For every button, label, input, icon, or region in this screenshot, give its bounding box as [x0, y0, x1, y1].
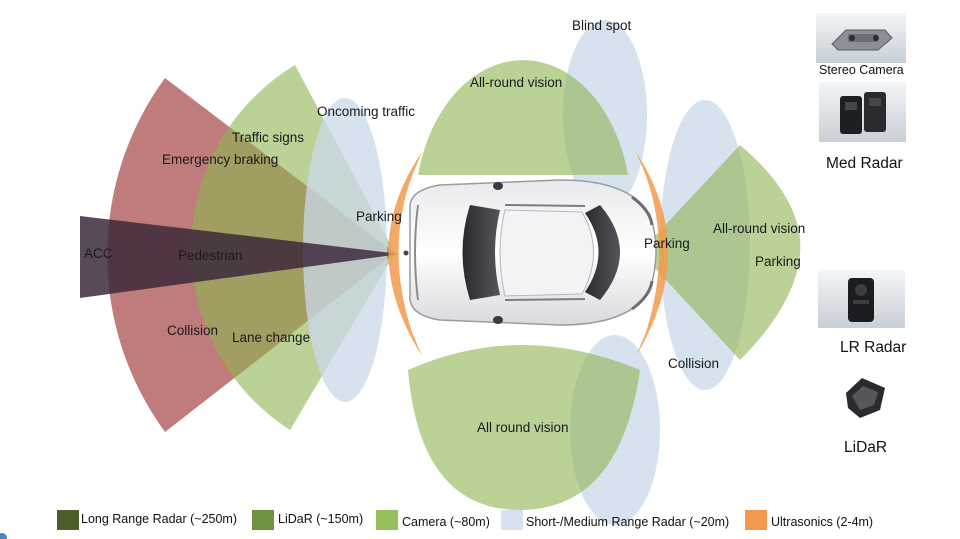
- legend-label-lidar: LiDaR (~150m): [278, 512, 363, 526]
- label-parking-front: Parking: [644, 236, 690, 251]
- caption-lr-radar: LR Radar: [840, 339, 906, 356]
- label-collision-rear: Collision: [167, 323, 218, 338]
- caption-stereo-camera: Stereo Camera: [819, 63, 904, 77]
- legend-swatch-ultrasonics: [745, 510, 767, 530]
- label-traffic-signs: Traffic signs: [232, 130, 304, 145]
- med-radar-image: [819, 82, 906, 142]
- label-all-round-vision-front: All-round vision: [713, 221, 805, 236]
- label-pedestrian: Pedestrian: [178, 248, 243, 263]
- legend: Long Range Radar (~250m) LiDaR (~150m) C…: [57, 510, 873, 530]
- corner-dot-icon: [0, 533, 7, 539]
- legend-label-camera: Camera (~80m): [402, 515, 490, 529]
- legend-swatch-camera: [376, 510, 398, 530]
- caption-lidar: LiDaR: [844, 439, 887, 456]
- label-lane-change: Lane change: [232, 330, 310, 345]
- lidar-sensor-image: [846, 378, 885, 418]
- long-range-radar-rear-zone: [80, 216, 400, 298]
- label-all-round-vision-top: All-round vision: [470, 75, 562, 90]
- label-parking-front-camera: Parking: [755, 254, 801, 269]
- legend-swatch-lidar: [252, 510, 274, 530]
- legend-swatch-short-medium-radar: [501, 510, 523, 530]
- ultrasonic-rear-zone: [388, 152, 422, 356]
- car-top-view: [403, 179, 657, 326]
- ultrasonic-front-zone: [636, 152, 668, 356]
- legend-label-short-medium-radar: Short-/Medium Range Radar (~20m): [526, 515, 729, 529]
- legend-swatch-long-range-radar: [57, 510, 79, 530]
- label-blind-spot: Blind spot: [572, 18, 632, 33]
- label-collision-front: Collision: [668, 356, 719, 371]
- camera-front-zone: [640, 145, 801, 360]
- label-parking-rear: Parking: [356, 209, 402, 224]
- label-emergency-braking: Emergency braking: [162, 152, 278, 167]
- legend-label-long-range-radar: Long Range Radar (~250m): [81, 512, 237, 526]
- label-oncoming-traffic: Oncoming traffic: [317, 104, 415, 119]
- camera-bottom-zone: [408, 345, 640, 510]
- legend-label-ultrasonics: Ultrasonics (2-4m): [771, 515, 873, 529]
- label-acc: ACC: [84, 246, 113, 261]
- stereo-camera-image: [816, 13, 906, 63]
- caption-med-radar: Med Radar: [826, 155, 903, 172]
- lr-radar-image: [818, 270, 905, 328]
- label-all-round-vision-bottom: All round vision: [477, 420, 569, 435]
- camera-top-zone: [418, 60, 628, 175]
